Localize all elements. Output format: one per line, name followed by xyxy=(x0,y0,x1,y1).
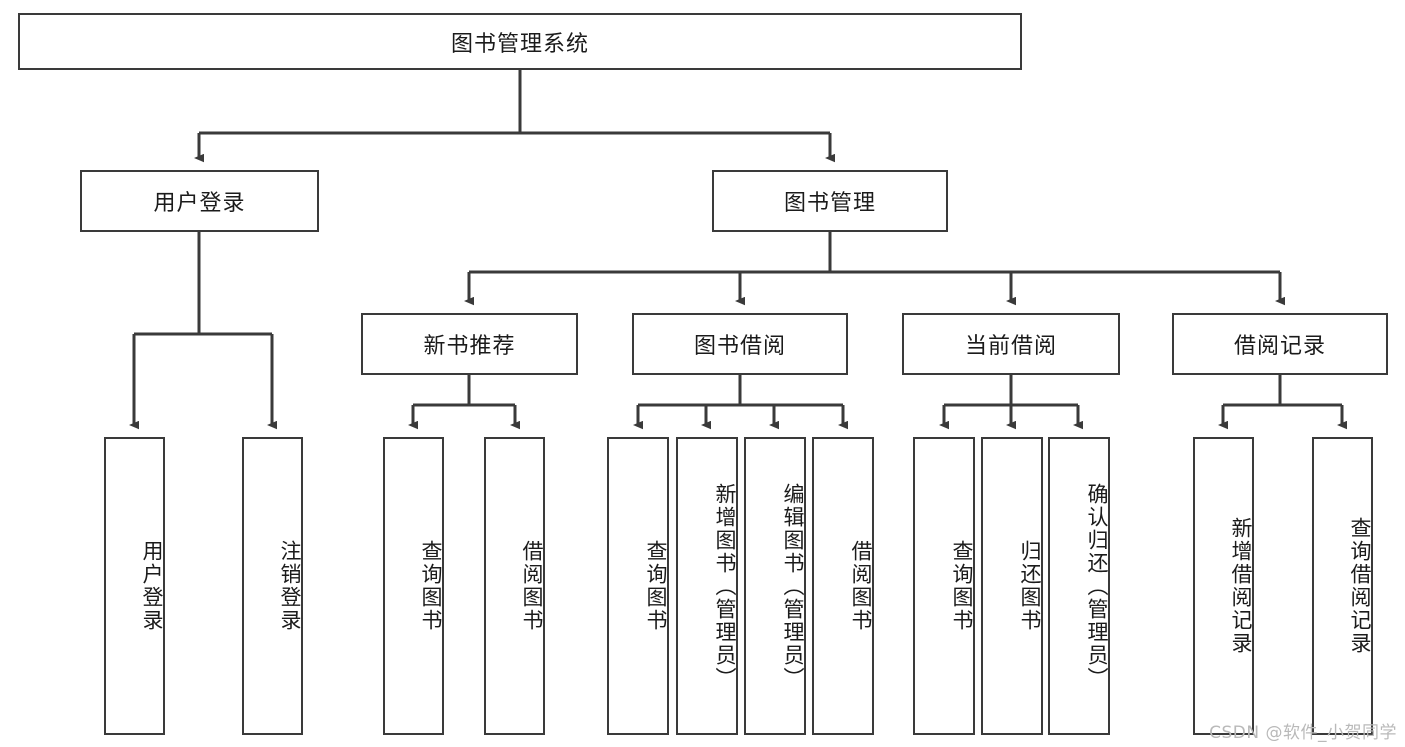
node-current-borrow[interactable]: 当前借阅 xyxy=(902,313,1120,375)
node-borrow-record-label: 借阅记录 xyxy=(1233,334,1326,359)
leaf-current-query-book-label: 查询图书 xyxy=(950,540,974,632)
node-current-borrow-label: 当前借阅 xyxy=(964,334,1057,359)
leaf-record-add[interactable]: 新增借阅记录 xyxy=(1193,437,1254,735)
node-root-label: 图书管理系统 xyxy=(450,31,589,57)
node-user-login[interactable]: 用户登录 xyxy=(80,170,319,232)
leaf-newbook-query-book-label: 查询图书 xyxy=(419,540,443,632)
leaf-current-confirm-return-label: 确认归还（管理员） xyxy=(1085,482,1109,690)
leaf-record-add-label: 新增借阅记录 xyxy=(1229,517,1253,655)
node-book-borrow[interactable]: 图书借阅 xyxy=(632,313,848,375)
leaf-borrow-query-book-label: 查询图书 xyxy=(644,540,668,632)
node-borrow-record[interactable]: 借阅记录 xyxy=(1172,313,1388,375)
node-book-management-label: 图书管理 xyxy=(783,191,876,216)
leaf-borrow-edit-book-label: 编辑图书（管理员） xyxy=(781,482,805,690)
node-book-management[interactable]: 图书管理 xyxy=(712,170,948,232)
leaf-current-confirm-return[interactable]: 确认归还（管理员） xyxy=(1048,437,1110,735)
leaf-newbook-borrow-book[interactable]: 借阅图书 xyxy=(484,437,545,735)
leaf-borrow-add-book[interactable]: 新增图书（管理员） xyxy=(676,437,738,735)
node-user-login-label: 用户登录 xyxy=(153,191,246,216)
leaf-record-query-label: 查询借阅记录 xyxy=(1348,517,1372,655)
leaf-borrow-add-book-label: 新增图书（管理员） xyxy=(713,482,737,690)
leaf-user-login-label: 用户登录 xyxy=(140,540,164,632)
leaf-current-return-book-label: 归还图书 xyxy=(1018,540,1042,632)
leaf-record-query[interactable]: 查询借阅记录 xyxy=(1312,437,1373,735)
leaf-borrow-query-book[interactable]: 查询图书 xyxy=(607,437,669,735)
leaf-borrow-borrow-book[interactable]: 借阅图书 xyxy=(812,437,874,735)
node-new-book-recommend[interactable]: 新书推荐 xyxy=(361,313,578,375)
leaf-logout-login-label: 注销登录 xyxy=(278,540,302,632)
leaf-current-return-book[interactable]: 归还图书 xyxy=(981,437,1043,735)
leaf-borrow-edit-book[interactable]: 编辑图书（管理员） xyxy=(744,437,806,735)
leaf-newbook-borrow-book-label: 借阅图书 xyxy=(520,540,544,632)
leaf-current-query-book[interactable]: 查询图书 xyxy=(913,437,975,735)
node-book-borrow-label: 图书借阅 xyxy=(693,334,786,359)
leaf-borrow-borrow-book-label: 借阅图书 xyxy=(849,540,873,632)
leaf-newbook-query-book[interactable]: 查询图书 xyxy=(383,437,444,735)
node-root[interactable]: 图书管理系统 xyxy=(18,13,1022,70)
leaf-user-login[interactable]: 用户登录 xyxy=(104,437,165,735)
leaf-logout-login[interactable]: 注销登录 xyxy=(242,437,303,735)
csdn-watermark: CSDN @软件_小贺同学 xyxy=(1209,723,1397,743)
node-new-book-recommend-label: 新书推荐 xyxy=(423,334,516,359)
